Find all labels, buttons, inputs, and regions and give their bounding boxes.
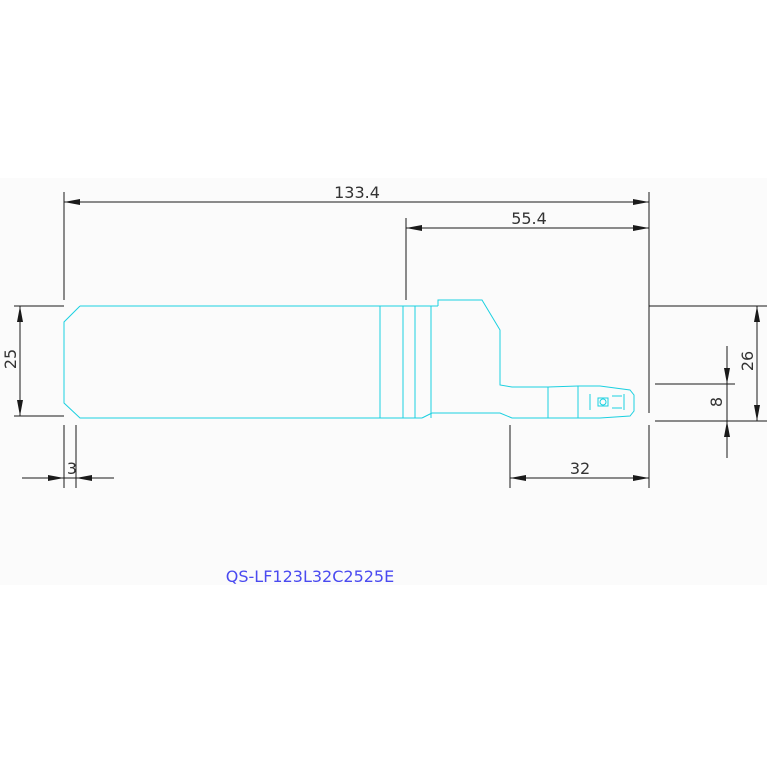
dim-label-chamfer: 3: [67, 459, 77, 478]
dimension-head-length: 55.4: [406, 209, 649, 231]
clamp-screw-head: [599, 398, 607, 406]
dim-label-overall-length: 133.4: [334, 183, 380, 202]
dimension-chamfer: 3: [22, 459, 114, 481]
tool-holder-outline: [63, 299, 635, 419]
shank-outline: [63, 305, 422, 419]
insert-pocket: [547, 385, 635, 419]
dim-label-cut-width: 8: [707, 397, 726, 407]
head-outline: [432, 299, 549, 419]
drawing-area: [0, 178, 767, 585]
clamp-screw: [597, 397, 609, 407]
dim-label-head-length: 55.4: [511, 209, 547, 228]
dimension-insert-offset: 32: [510, 459, 649, 481]
dim-label-total-height: 26: [738, 351, 757, 371]
extension-lines: [14, 192, 767, 488]
dimension-overall-length: 133.4: [64, 183, 649, 205]
dimension-shank-height: 25: [1, 306, 23, 416]
head-transition: [421, 412, 433, 419]
dimension-total-height: 26: [738, 306, 760, 421]
dim-label-shank-height: 25: [1, 349, 20, 369]
dimension-cut-width: 8: [707, 346, 730, 458]
dim-label-insert-offset: 32: [570, 459, 590, 478]
part-number: QS-LF123L32C2525E: [226, 567, 394, 586]
